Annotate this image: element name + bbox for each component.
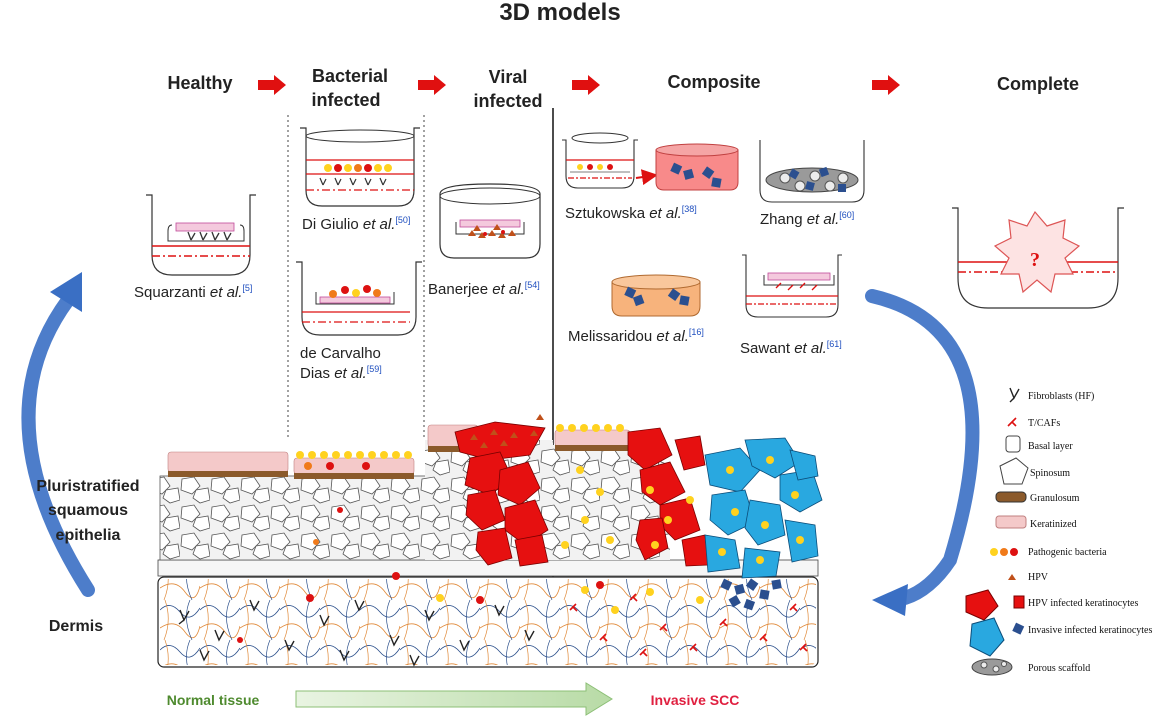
legend-label-spinosum: Spinosum — [1030, 468, 1070, 479]
legend-label-cafs: T/CAFs — [1028, 418, 1060, 429]
legend: Fibroblasts (HF) T/CAFs Basal layer Spin… — [965, 387, 1152, 676]
legend-label-fibroblasts: Fibroblasts (HF) — [1028, 391, 1094, 402]
granulosum-layer-icon — [995, 491, 1027, 503]
bacteria-in-red — [646, 486, 694, 549]
dermis-bacteria — [237, 572, 704, 643]
fibroblast-icon — [1009, 387, 1020, 403]
keratinized-layer — [167, 451, 289, 473]
citation-banerjee: Banerjee et al.[54] — [428, 280, 540, 298]
basal-cell-icon — [1005, 435, 1021, 453]
fibroblasts — [178, 599, 535, 667]
label-epithelia-1: Pluristratified — [36, 478, 139, 495]
model-viral — [439, 183, 541, 259]
label-epithelia-3: epithelia — [56, 527, 121, 544]
model-sztukowska — [562, 132, 739, 191]
figure-title: 3D models — [499, 0, 620, 26]
progression-arrow — [295, 682, 613, 716]
legend-label-basal: Basal layer — [1028, 441, 1073, 452]
model-zhang — [759, 140, 865, 203]
arrow-right-icon — [258, 75, 286, 95]
model-complete: ? — [952, 207, 1124, 309]
cycle-arrow-left — [21, 272, 95, 597]
spinosum-cell-icon — [999, 457, 1029, 485]
arrow-right-icon — [572, 75, 600, 95]
label-dermis: Dermis — [49, 618, 103, 635]
bacteria-in-blue — [718, 456, 804, 564]
model-melissaridou — [611, 274, 701, 317]
stage-label-composite: Composite — [667, 72, 760, 92]
cafs — [569, 593, 808, 657]
bacteria-row — [324, 164, 392, 172]
stage-label-complete: Complete — [997, 74, 1079, 94]
legend-label-granulosum: Granulosum — [1030, 493, 1080, 504]
model-bacterial-2 — [296, 261, 422, 336]
model-bacterial-1 — [300, 127, 420, 207]
arrow-right-icon — [418, 75, 446, 95]
stage-label-bacterial-line1: Bacterial — [312, 66, 388, 86]
stage-label-viral-line2: infected — [473, 91, 542, 111]
hpv-icon — [1008, 574, 1016, 580]
legend-label-bacteria: Pathogenic bacteria — [1028, 547, 1107, 558]
citation-zhang: Zhang et al.[60] — [760, 210, 854, 228]
legend-label-scaffold: Porous scaffold — [1028, 663, 1090, 674]
hpv-infected-cluster — [454, 421, 709, 567]
cycle-arrow-right — [865, 289, 980, 616]
invasive-keratinocyte-icon — [969, 617, 1025, 657]
legend-label-invasive: Invasive infected keratinocytes — [1028, 625, 1152, 636]
invasive-cluster — [704, 437, 823, 579]
citation-sztukowska: Sztukowska et al.[38] — [565, 204, 697, 222]
keratinized-layer-icon — [995, 515, 1027, 529]
legend-label-hpv-keratinocytes: HPV infected keratinocytes — [1028, 598, 1138, 609]
tissue-section — [157, 414, 823, 668]
citation-sawant: Sawant et al.[61] — [740, 339, 842, 357]
citation-di-giulio: Di Giulio et al.[50] — [302, 215, 410, 233]
invasive-in-dermis — [720, 578, 782, 611]
legend-label-hpv: HPV — [1028, 572, 1049, 583]
citation-melissaridou: Melissaridou et al.[16] — [568, 327, 704, 345]
arrow-right-icon — [872, 75, 900, 95]
citation-de-carvalho-line2: Dias et al.[59] — [300, 364, 382, 382]
stage-label-bacterial-line2: infected — [311, 90, 380, 110]
citation-squarzanti: Squarzanti et al.[5] — [134, 283, 252, 301]
caf-icon — [1007, 417, 1017, 427]
stage-label-healthy: Healthy — [167, 73, 232, 93]
label-epithelia-2: squamous — [48, 502, 128, 519]
legend-label-keratinized: Keratinized — [1030, 519, 1077, 530]
label-normal-tissue: Normal tissue — [167, 692, 260, 708]
hpv-keratinocyte-icon — [965, 589, 1025, 621]
stage-label-viral-line1: Viral — [489, 67, 528, 87]
model-sawant — [742, 254, 842, 318]
surface-bacteria — [296, 424, 624, 549]
stage-arrows — [258, 75, 900, 95]
porous-scaffold-icon — [971, 658, 1013, 676]
citation-de-carvalho-line1: de Carvalho — [300, 345, 381, 362]
bacteria-icon — [990, 548, 1018, 556]
model-healthy — [146, 194, 256, 276]
granulosum-layer — [168, 471, 288, 477]
label-invasive-scc: Invasive SCC — [651, 692, 740, 708]
unknown-question-mark: ? — [1030, 249, 1040, 271]
